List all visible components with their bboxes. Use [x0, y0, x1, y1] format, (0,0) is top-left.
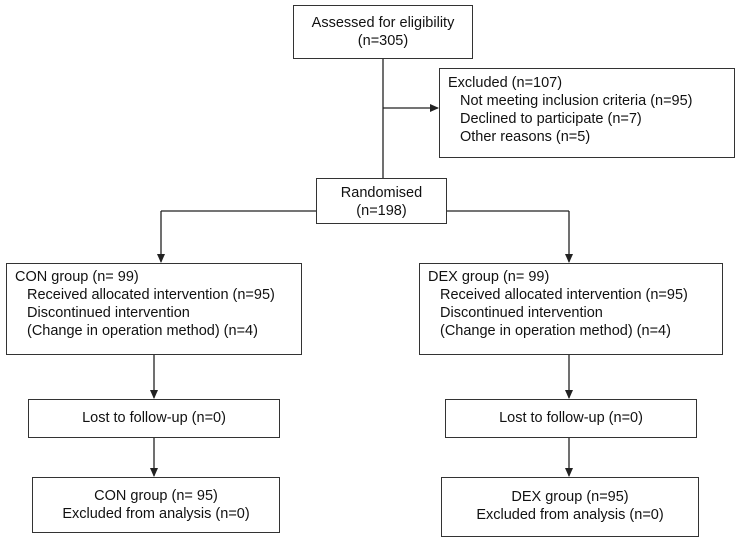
assessed-count: (n=305): [357, 33, 409, 49]
dex-analysis-excluded: Excluded from analysis (n=0): [476, 507, 664, 523]
excluded-reason: Not meeting inclusion criteria (n=95): [460, 93, 693, 109]
dex-allocation-title: DEX group (n= 99): [428, 269, 550, 285]
con-allocation-line: Discontinued intervention: [27, 305, 190, 321]
dex-analysis-box: DEX group (n=95) Excluded from analysis …: [441, 477, 699, 537]
con-allocation-line: (Change in operation method) (n=4): [27, 323, 258, 339]
dex-followup-text: Lost to follow-up (n=0): [499, 410, 643, 426]
assessed-title: Assessed for eligibility: [311, 15, 455, 31]
randomised-count: (n=198): [356, 203, 407, 219]
dex-allocation-line: Received allocated intervention (n=95): [440, 287, 688, 303]
con-analysis-excluded: Excluded from analysis (n=0): [62, 506, 250, 522]
assessed-eligibility-box: Assessed for eligibility (n=305): [293, 5, 473, 59]
con-followup-text: Lost to follow-up (n=0): [82, 410, 226, 426]
dex-allocation-line: (Change in operation method) (n=4): [440, 323, 671, 339]
dex-followup-box: Lost to follow-up (n=0): [445, 399, 697, 438]
con-allocation-box: CON group (n= 99) Received allocated int…: [6, 263, 302, 355]
dex-allocation-line: Discontinued intervention: [440, 305, 603, 321]
con-followup-box: Lost to follow-up (n=0): [28, 399, 280, 438]
excluded-reason: Other reasons (n=5): [460, 129, 591, 145]
excluded-box: Excluded (n=107) Not meeting inclusion c…: [439, 68, 735, 158]
dex-analysis-title: DEX group (n=95): [511, 489, 629, 505]
con-allocation-title: CON group (n= 99): [15, 269, 139, 285]
excluded-title: Excluded (n=107): [448, 75, 563, 91]
con-analysis-box: CON group (n= 95) Excluded from analysis…: [32, 477, 280, 533]
randomised-box: Randomised (n=198): [316, 178, 447, 224]
con-analysis-title: CON group (n= 95): [94, 488, 218, 504]
randomised-title: Randomised: [340, 185, 423, 201]
dex-allocation-box: DEX group (n= 99) Received allocated int…: [419, 263, 723, 355]
excluded-reason: Declined to participate (n=7): [460, 111, 642, 127]
con-allocation-line: Received allocated intervention (n=95): [27, 287, 275, 303]
